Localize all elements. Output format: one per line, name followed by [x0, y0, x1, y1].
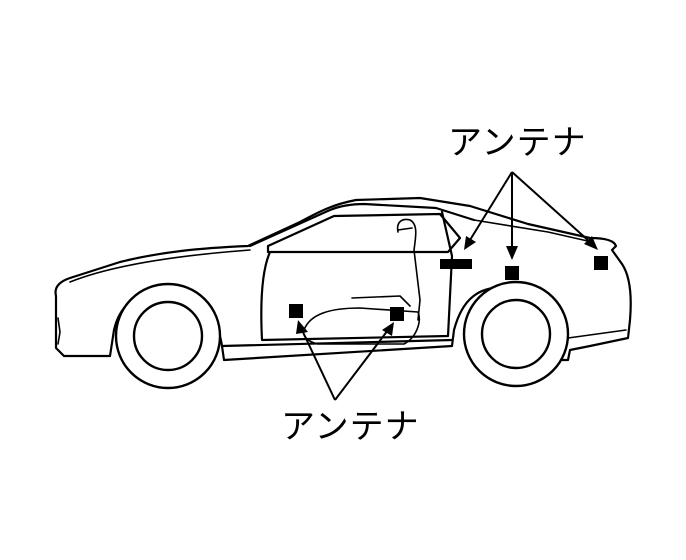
seat-cushion	[302, 307, 420, 345]
top-arrows	[464, 171, 598, 260]
antenna-marker-seat	[390, 307, 404, 321]
rocker-panel	[220, 338, 454, 348]
antenna-marker-door	[289, 304, 303, 318]
side-window	[266, 212, 462, 254]
bottom-arrows	[296, 320, 394, 401]
rear-wheel	[462, 280, 570, 388]
antenna-marker-pillar	[440, 259, 472, 269]
front-wheel	[114, 282, 222, 390]
b-pillar	[440, 210, 454, 338]
hood-line	[69, 249, 251, 283]
headrest	[397, 227, 413, 231]
antenna-marker-trunk	[505, 266, 519, 280]
antenna-label-bottom: アンテナ	[281, 407, 420, 447]
antenna-label-top: アンテナ	[448, 123, 587, 163]
door-outline	[260, 250, 450, 342]
seat-back	[396, 218, 421, 321]
windshield-line	[248, 202, 476, 248]
roof-spoiler-line	[473, 219, 593, 243]
front-bumper-line	[57, 317, 61, 345]
antenna-marker-rear	[594, 256, 608, 270]
rear-bumper-line	[567, 329, 627, 339]
seat-base	[351, 295, 411, 307]
